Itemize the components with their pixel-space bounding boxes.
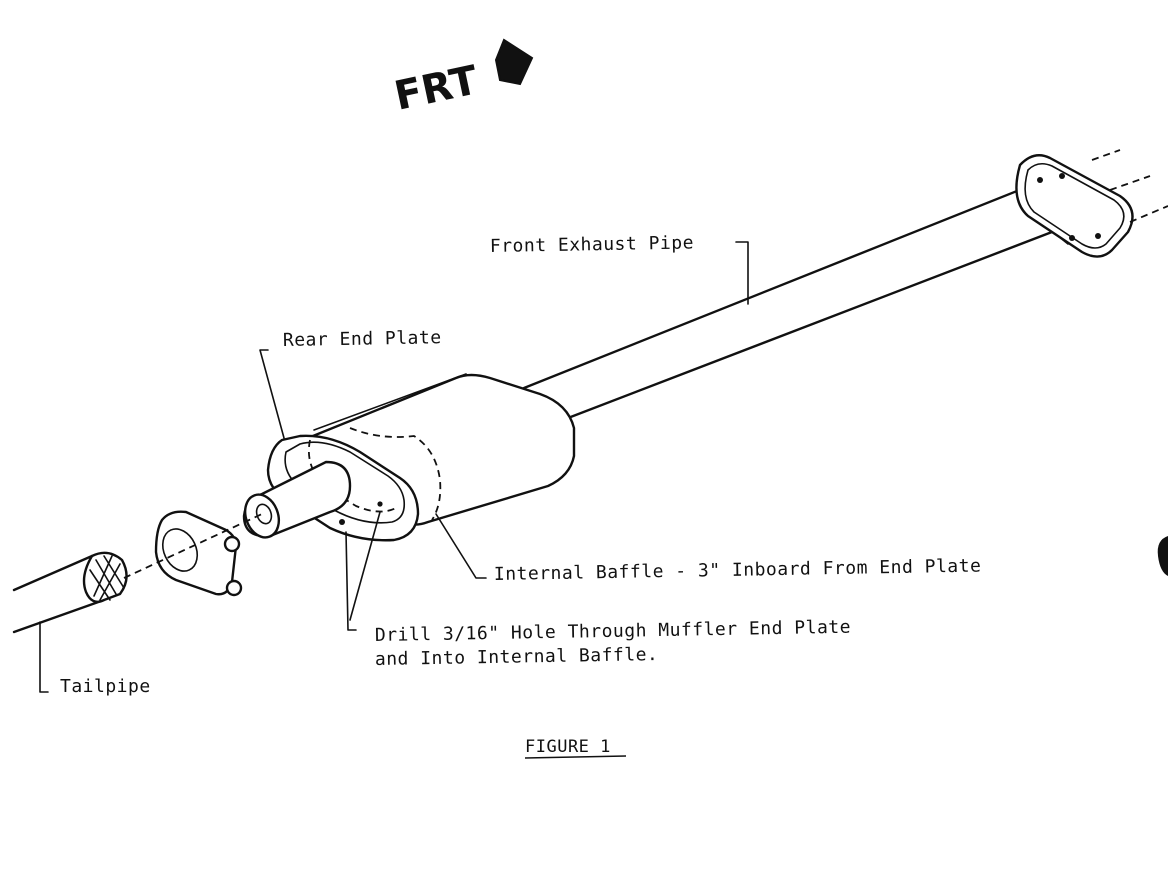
drill-instruction-line1: Drill 3/16" Hole Through Muffler End Pla… xyxy=(375,617,851,646)
drill-instruction-line2: and Into Internal Baffle. xyxy=(375,644,659,670)
front-direction-marker: FRT xyxy=(391,38,534,120)
tailpipe xyxy=(12,513,263,634)
front-flange xyxy=(1015,149,1168,258)
tailpipe-label: Tailpipe xyxy=(60,676,151,697)
leader-lines xyxy=(39,241,749,693)
front-exhaust-pipe-label: Front Exhaust Pipe xyxy=(490,232,694,257)
internal-baffle-label: Internal Baffle - 3" Inboard From End Pl… xyxy=(494,555,982,585)
front-exhaust-pipe xyxy=(522,180,1080,420)
arrow-right-icon xyxy=(494,38,534,86)
figure-caption: FIGURE 1 xyxy=(524,737,627,759)
figure-caption-text: FIGURE 1 xyxy=(525,737,611,757)
rear-end-plate-label: Rear End Plate xyxy=(283,327,442,351)
pipe-clamp xyxy=(154,510,243,597)
edge-fragment xyxy=(1157,536,1168,576)
muffler-outlet-pipe xyxy=(242,460,352,539)
frt-label: FRT xyxy=(391,57,483,120)
